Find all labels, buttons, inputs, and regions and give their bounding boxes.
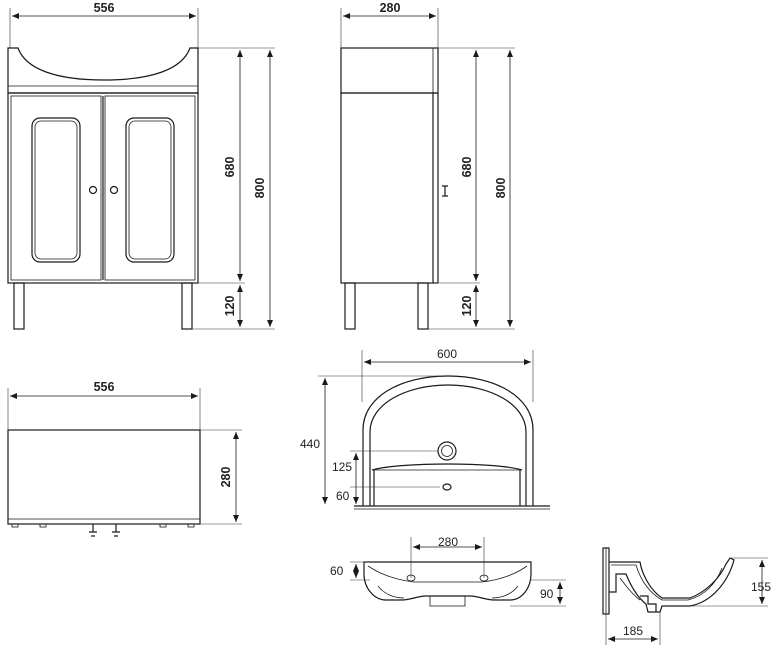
side-120-label: 120 <box>460 296 474 317</box>
front-800-label: 800 <box>253 178 267 199</box>
basin-125-label: 125 <box>332 460 352 474</box>
basin-440-label: 440 <box>300 437 320 451</box>
front-width-label: 556 <box>94 1 115 15</box>
bottom-60-label: 60 <box>330 564 344 578</box>
basin-holes-label: 280 <box>438 535 458 549</box>
section-185-label: 185 <box>623 624 643 638</box>
front-view: 556 680 120 800 <box>7 1 275 330</box>
basin-section-view: 155 185 <box>602 547 771 645</box>
basin-60-label: 60 <box>336 489 350 503</box>
top-view: 556 280 <box>7 380 242 537</box>
side-800-label: 800 <box>494 178 508 199</box>
side-depth-label: 280 <box>380 1 401 15</box>
top-depth-label: 280 <box>219 467 233 488</box>
basin-front-view: 600 440 125 60 <box>300 347 550 510</box>
front-120-label: 120 <box>223 296 237 317</box>
front-680-label: 680 <box>223 157 237 178</box>
basin-width-label: 600 <box>437 347 457 361</box>
top-width-label: 556 <box>94 380 115 394</box>
side-680-label: 680 <box>460 157 474 178</box>
section-155-label: 155 <box>751 580 771 594</box>
basin-bottom-view: 280 60 90 <box>330 535 566 607</box>
bottom-90-label: 90 <box>540 587 554 601</box>
side-view: 280 680 120 800 <box>340 1 515 330</box>
